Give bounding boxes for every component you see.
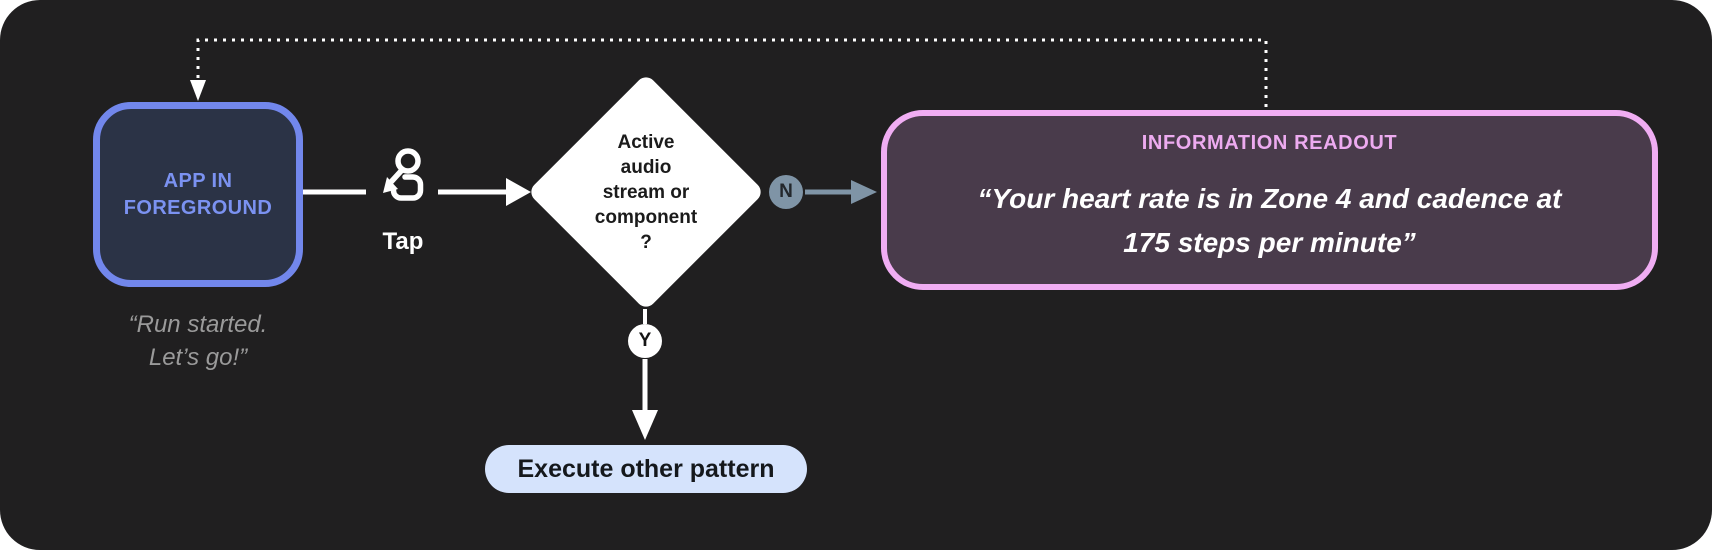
no-branch-arrowhead (851, 180, 877, 204)
dotted-loop-connector (196, 38, 1268, 107)
dotted-loop-arrowhead (190, 80, 206, 101)
information-readout-quote: “Your heart rate is in Zone 4 and cadenc… (977, 183, 1562, 258)
tap-to-decision-arrowhead (506, 178, 531, 206)
yes-branch-badge: Y (628, 324, 662, 358)
decision-label-text: Active audio stream or component ? (594, 131, 698, 253)
no-branch-badge: N (769, 175, 803, 209)
decision-label: Active audio stream or component ? (560, 112, 732, 272)
run-started-caption: “Run started. Let’s go!” (128, 311, 268, 371)
execute-other-pattern-pill: Execute other pattern (485, 445, 807, 493)
app-foreground-node: APP IN FOREGROUND (93, 102, 303, 287)
app-foreground-label: APP IN FOREGROUND (123, 169, 273, 219)
execute-other-pattern-label: Execute other pattern (517, 454, 775, 483)
information-readout-title: INFORMATION READOUT (1141, 132, 1398, 154)
tap-gesture-icon (383, 148, 424, 201)
tap-label: Tap (382, 228, 424, 255)
yes-branch-arrowhead (632, 410, 658, 440)
information-readout-card: INFORMATION READOUT “Your heart rate is … (881, 110, 1658, 290)
